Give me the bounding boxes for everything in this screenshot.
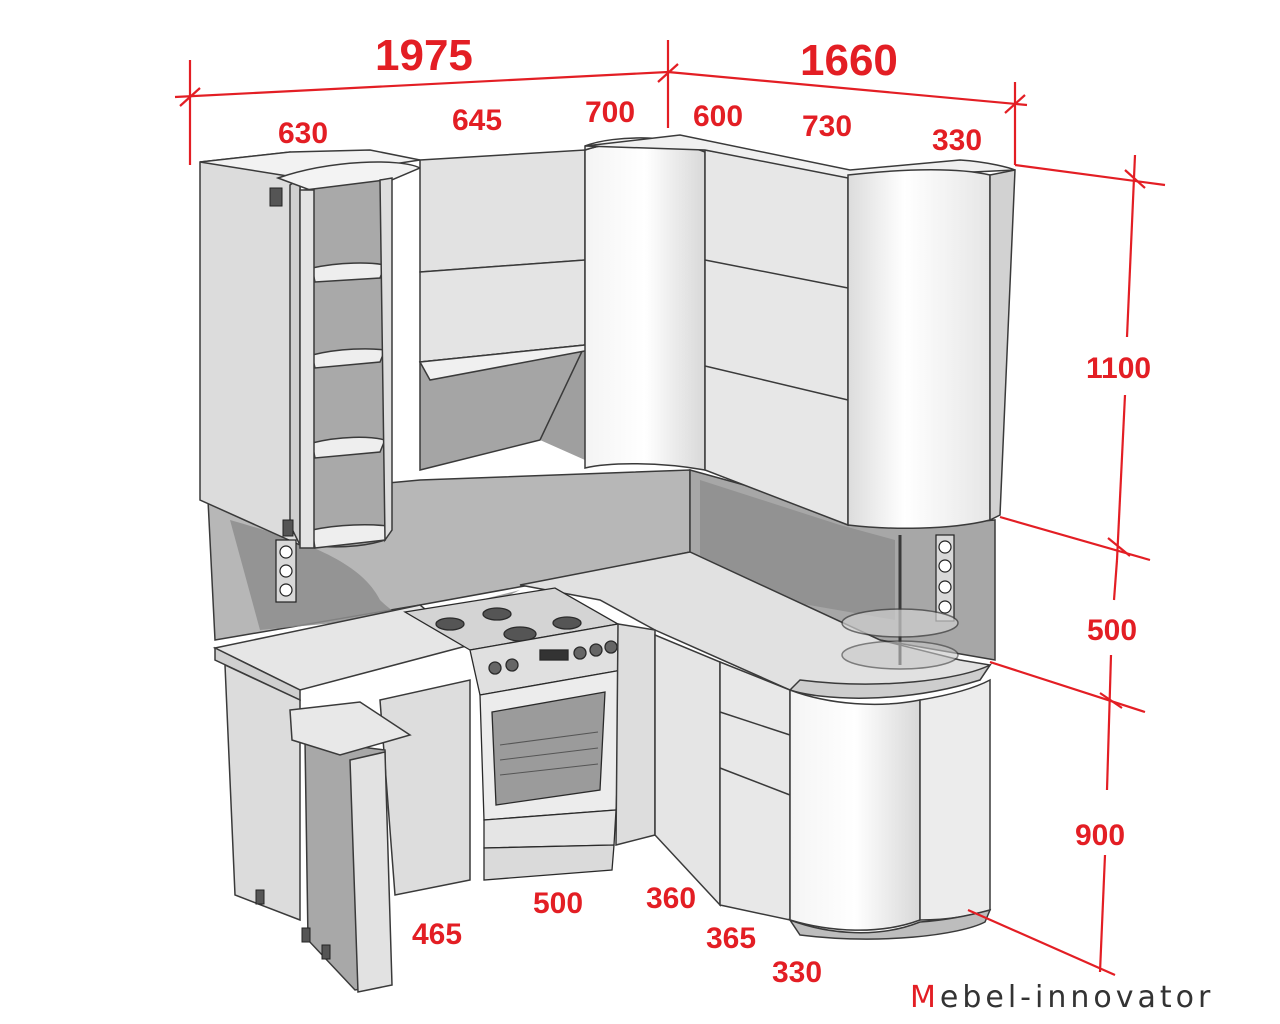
- dim-bottom-left-1: 465: [412, 918, 462, 951]
- dim-height-lower: 900: [1075, 819, 1125, 852]
- dim-upper-left-1: 630: [278, 117, 328, 150]
- stove-knobs: [488, 640, 618, 675]
- lower-cabinet-left: [224, 663, 471, 993]
- dim-height-upper: 1100: [1086, 352, 1151, 385]
- corner-shelf-unit: [275, 161, 422, 549]
- upper-corner-cabinet: [584, 137, 706, 471]
- dimension-lines: [174, 40, 1166, 977]
- oven-racks: [499, 731, 599, 776]
- dim-upper-right-3: 330: [932, 124, 982, 157]
- dimension-labels: 1975 1660 630 645 700 600 730 330 1100 5…: [278, 31, 1151, 989]
- cabinet-legs: [255, 889, 331, 960]
- watermark: Mebel-innovator: [910, 980, 1214, 1015]
- dim-top-left-total: 1975: [375, 31, 473, 80]
- watermark-first-letter: M: [910, 980, 940, 1015]
- gas-stove: [403, 587, 623, 881]
- dim-upper-right-2: 730: [802, 110, 852, 143]
- dim-height-gap: 500: [1087, 614, 1137, 647]
- range-hood: [418, 149, 592, 471]
- socket-panel-left: [275, 539, 297, 603]
- bar-shelf: [841, 535, 959, 670]
- upper-end-curved-cabinet: [847, 169, 1016, 530]
- dim-bottom-left-2: 500: [533, 887, 583, 920]
- lower-end-curved-cabinet: [788, 678, 992, 940]
- dim-top-right-total: 1660: [800, 36, 898, 85]
- watermark-rest: ebel-innovator: [939, 980, 1215, 1015]
- socket-panel-right: [935, 534, 955, 622]
- lower-cabinet-right: [615, 623, 791, 921]
- dim-bottom-right-2: 365: [706, 922, 756, 955]
- dim-bottom-right-1: 360: [646, 882, 696, 915]
- dim-bottom-right-3: 330: [772, 956, 822, 989]
- dim-upper-right-1: 600: [693, 100, 743, 133]
- dim-upper-left-3: 700: [585, 96, 635, 129]
- hinge-icons: [269, 187, 294, 537]
- dim-upper-left-2: 645: [452, 104, 502, 137]
